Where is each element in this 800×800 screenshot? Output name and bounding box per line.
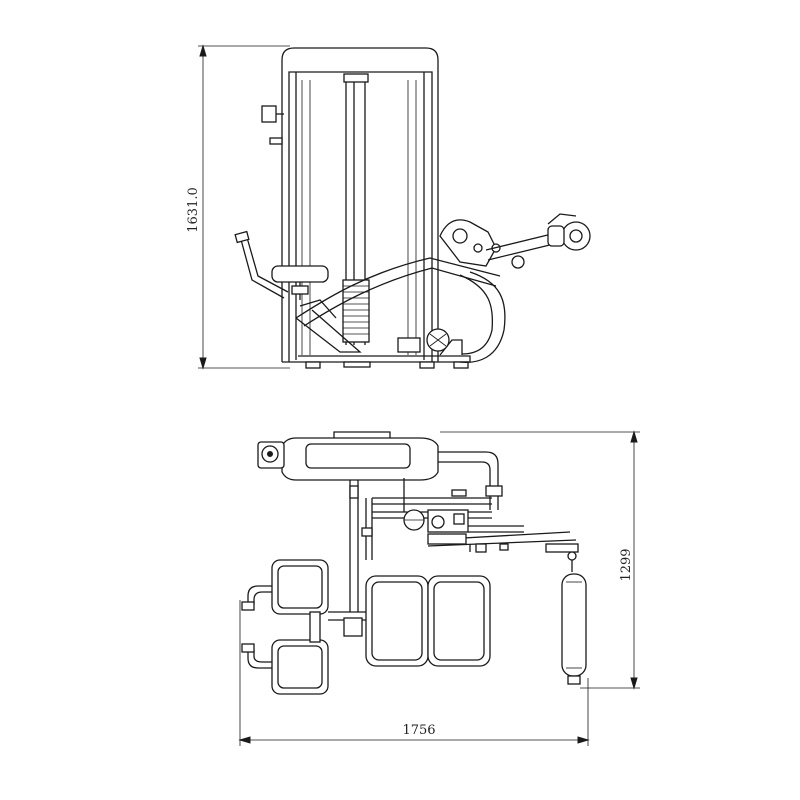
seat-pad [271, 265, 329, 300]
top-leg-roller [545, 543, 587, 685]
weight-plates [342, 279, 370, 343]
length-dimension-line [238, 600, 590, 746]
depth-dimension-label: 1299 [619, 548, 634, 581]
top-view: 1299 1756 [238, 430, 640, 746]
leg-lever-assembly [397, 213, 591, 364]
front-handle [234, 230, 289, 299]
height-dimension-label: 1631.0 [186, 187, 201, 233]
top-central-frame [349, 478, 577, 612]
main-arm [295, 257, 501, 353]
top-handles-footpads [241, 559, 366, 695]
side-view: 1631.0 [186, 44, 591, 370]
height-dimension-line [198, 44, 290, 370]
top-frame-shroud [257, 431, 503, 510]
adjustment-knob [261, 105, 284, 145]
depth-dimension-line [440, 430, 640, 690]
top-seat-pads [365, 575, 491, 667]
length-dimension-label: 1756 [402, 723, 435, 738]
